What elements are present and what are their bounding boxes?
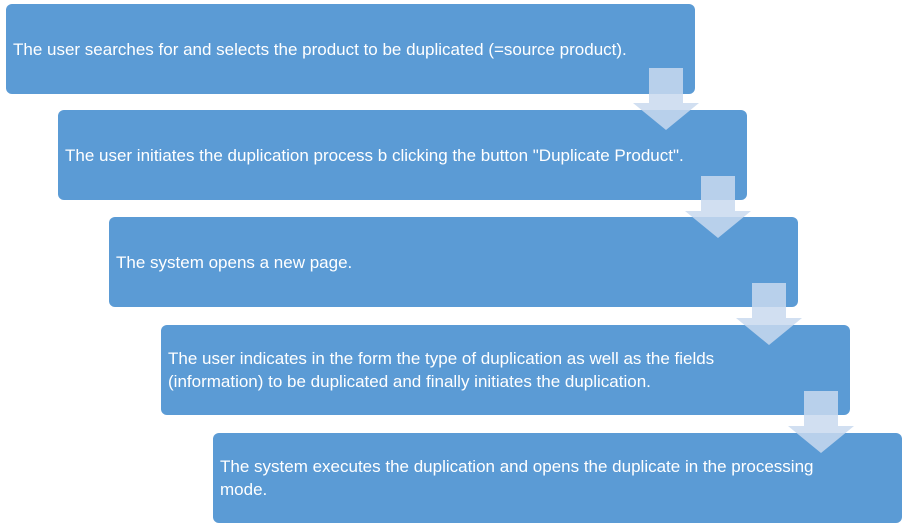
step-4-text: The user indicates in the form the type …: [168, 349, 715, 391]
step-3-box: The system opens a new page.: [109, 217, 798, 307]
down-arrow-icon: [736, 283, 802, 345]
step-2-box: The user initiates the duplication proce…: [58, 110, 747, 200]
down-arrow-icon: [685, 176, 751, 238]
step-5-text: The system executes the duplication and …: [220, 457, 814, 499]
step-2-text: The user initiates the duplication proce…: [65, 145, 684, 165]
step-1-box: The user searches for and selects the pr…: [6, 4, 695, 94]
step-3-text: The system opens a new page.: [116, 252, 353, 272]
step-5-box: The system executes the duplication and …: [213, 433, 902, 523]
step-1-text: The user searches for and selects the pr…: [13, 39, 627, 59]
step-4-box: The user indicates in the form the type …: [161, 325, 850, 415]
down-arrow-icon: [788, 391, 854, 453]
down-arrow-icon: [633, 68, 699, 130]
